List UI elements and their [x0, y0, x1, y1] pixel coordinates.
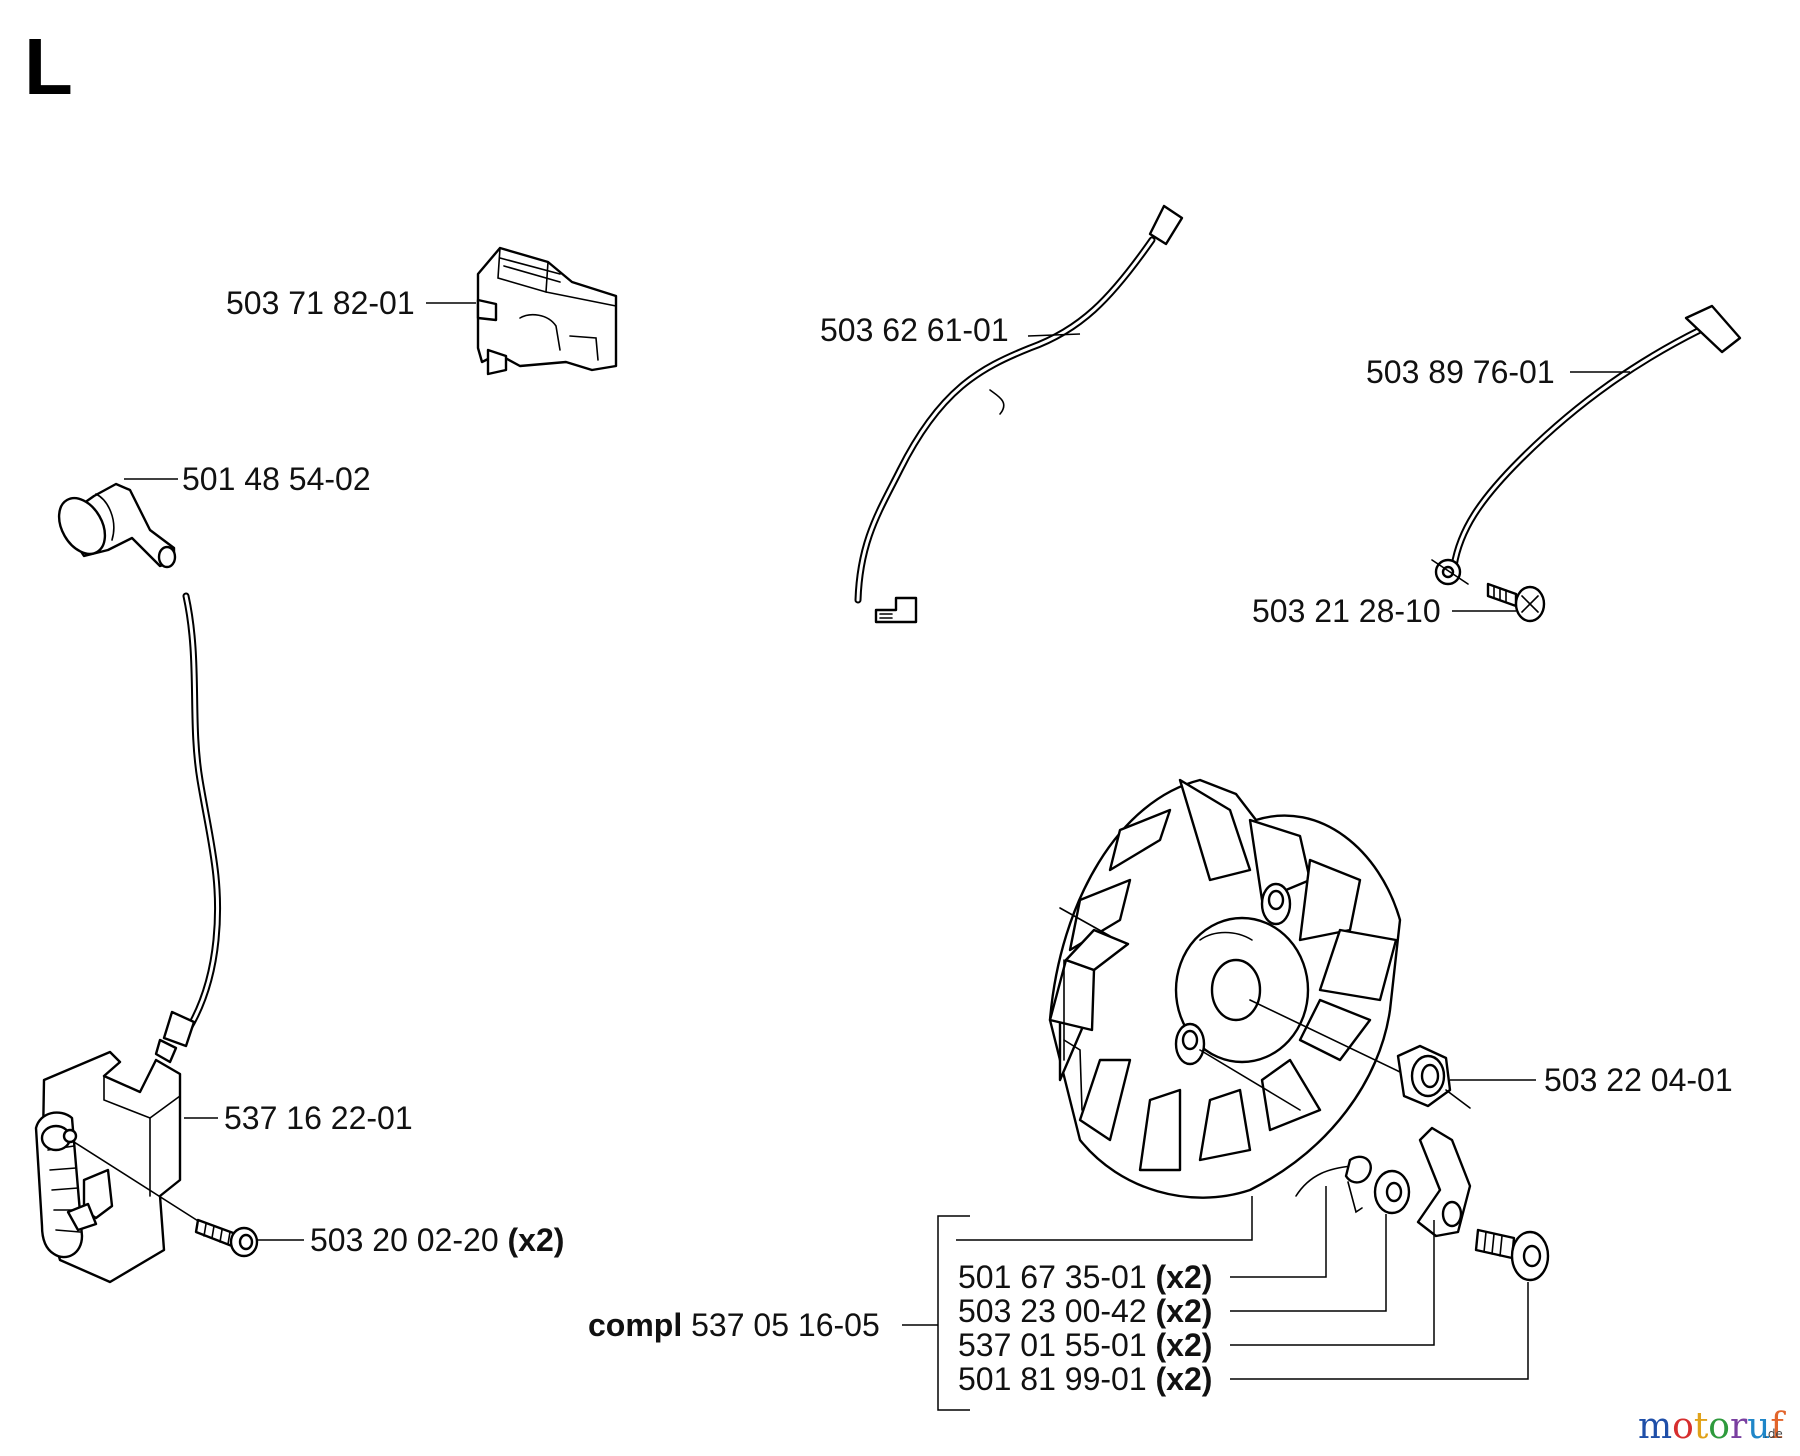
ignition-module-drawing — [34, 592, 222, 1284]
flywheel-compl-label: compl 537 05 16-05 — [588, 1307, 880, 1343]
flywheel-nut-drawing — [1396, 1044, 1471, 1109]
watermark-letter: t — [1694, 1406, 1709, 1447]
washer-drawing — [1373, 1169, 1411, 1215]
module-screw-label: 503 20 02-20 (x2) — [310, 1222, 564, 1258]
pawl-spring-label: 501 67 35-01 (x2) — [958, 1259, 1212, 1295]
watermark-letter: m — [1638, 1406, 1672, 1447]
pawl-label: 537 01 55-01 (x2) — [958, 1327, 1212, 1363]
switch-label: 503 71 82-01 — [226, 285, 415, 321]
watermark-letter: o — [1708, 1406, 1730, 1447]
watermark-letter: u — [1747, 1406, 1770, 1447]
spark-cap-label: 501 48 54-02 — [182, 461, 371, 497]
wire-ground-label: 503 89 76-01 — [1366, 354, 1555, 390]
pawl-screw-label: 501 81 99-01 (x2) — [958, 1361, 1212, 1397]
module-screw-drawing — [194, 1218, 259, 1258]
watermark-suffix: .de — [1764, 1427, 1783, 1441]
ground-screw-label: 503 21 28-10 — [1252, 593, 1441, 629]
wire-ground-drawing — [1431, 304, 1742, 586]
spark-cap-drawing — [57, 482, 177, 569]
wire-short-drawing — [854, 204, 1184, 624]
pawl-screw-drawing — [1474, 1228, 1550, 1282]
washer-label: 503 23 00-42 (x2) — [958, 1293, 1212, 1329]
flywheel-drawing — [1048, 778, 1402, 1199]
pawl-spring-drawing — [1295, 1155, 1372, 1214]
ignition-module-label: 537 16 22-01 — [224, 1100, 413, 1136]
watermark-logo: motoruf .de — [1638, 1406, 1786, 1447]
flywheel-group-leaders — [902, 1186, 1529, 1411]
switch-drawing — [476, 246, 618, 376]
pawl-drawing — [1416, 1126, 1472, 1238]
watermark-letter: r — [1730, 1406, 1748, 1447]
watermark-letter: o — [1672, 1406, 1694, 1447]
ground-screw-drawing — [1486, 582, 1546, 623]
section-letter: L — [24, 22, 73, 111]
watermark-letter: f — [1770, 1406, 1786, 1447]
svg-text:motoruf: motoruf — [1638, 1406, 1786, 1447]
flywheel-nut-label: 503 22 04-01 — [1544, 1062, 1733, 1098]
wire-short-label: 503 62 61-01 — [820, 312, 1009, 348]
